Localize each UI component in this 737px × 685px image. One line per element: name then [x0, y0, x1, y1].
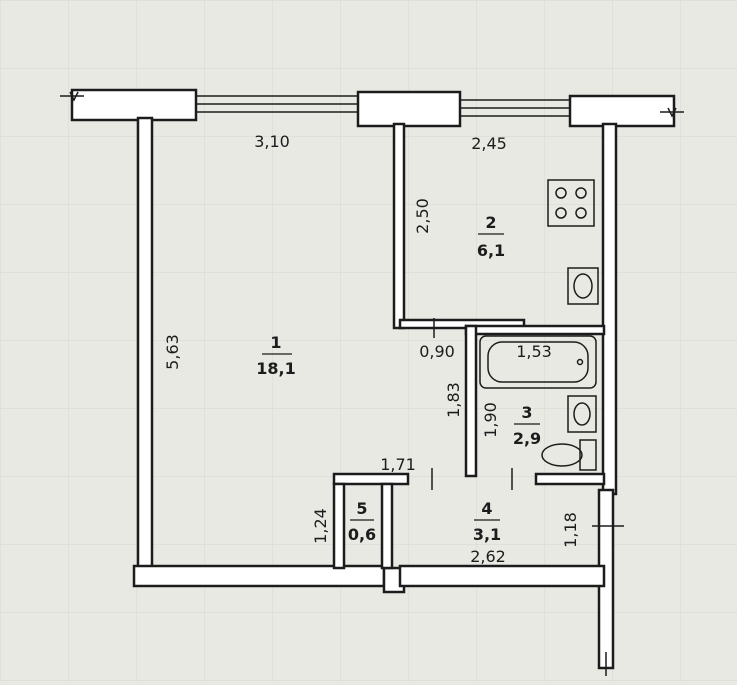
toilet-tank-icon [579, 439, 597, 471]
dim-room1-length: 5,63 [163, 334, 182, 370]
stove-burner-icon [575, 187, 587, 199]
wall-top-middle [356, 90, 462, 128]
walls [70, 88, 676, 670]
toilet-bowl-icon [541, 443, 583, 467]
stove-icon [547, 179, 595, 227]
wall-room2-bottom [398, 318, 526, 330]
wall-bath-bottom [534, 472, 606, 486]
fixtures [479, 179, 599, 471]
kitchen-sink-icon [567, 267, 599, 305]
wall-closet-right [380, 482, 394, 570]
washbasin-bowl-icon [573, 402, 591, 426]
dim-room3-width: 1,53 [516, 342, 552, 361]
dim-room2-length: 2,50 [413, 198, 432, 234]
room3-number: 3 [521, 403, 532, 422]
room5-area: 0,6 [348, 525, 376, 544]
room2-number: 2 [485, 213, 496, 232]
wall-partition-1-2 [392, 122, 406, 330]
dim-room1-width: 3,10 [254, 132, 290, 151]
stove-burner-icon [575, 207, 587, 219]
dim-room5-length: 1,24 [311, 508, 330, 544]
dim-room4-width: 2,62 [470, 547, 506, 566]
dim-room2-door: 0,90 [419, 342, 455, 361]
wall-closet-left [332, 482, 346, 570]
dim-room3-length-outer: 1,83 [444, 382, 463, 418]
bathtub-drain-icon [576, 358, 584, 366]
room1-number: 1 [270, 333, 281, 352]
section-marks [60, 91, 684, 676]
bathtub-inner-icon [487, 341, 589, 383]
stove-burner-icon [555, 187, 567, 199]
wall-right-upper [601, 122, 618, 496]
wall-top-left [70, 88, 198, 122]
room3-area: 2,9 [513, 429, 541, 448]
windows [196, 95, 570, 117]
room2-area: 6,1 [477, 241, 505, 260]
bathtub-icon [479, 335, 597, 389]
room4-area: 3,1 [473, 525, 501, 544]
room1-area: 18,1 [256, 359, 295, 378]
washbasin-icon [567, 395, 597, 433]
wall-top-right [568, 94, 676, 128]
wall-left [136, 116, 154, 574]
wall-bath-left [464, 324, 478, 478]
dim-room2-width: 2,45 [471, 134, 507, 153]
room5-number: 5 [356, 499, 367, 518]
dim-room4-top: 1,71 [380, 455, 416, 474]
kitchen-sink-bowl-icon [573, 273, 593, 299]
stove-burner-icon [555, 207, 567, 219]
room4-number: 4 [481, 499, 492, 518]
dim-room4-length: 1,18 [561, 512, 580, 548]
wall-bottom-right [398, 564, 606, 588]
dim-room3-length-inner: 1,90 [481, 402, 500, 438]
room-labels: 1 18,1 2 6,1 3 2,9 4 3,1 5 0,6 [256, 213, 541, 544]
wall-bath-top [464, 324, 606, 336]
wall-bottom-left [132, 564, 386, 588]
wall-corridor-top [332, 472, 410, 486]
dimension-labels: 3,10 5,63 2,45 2,50 0,90 1,53 1,83 1,90 … [163, 132, 580, 566]
